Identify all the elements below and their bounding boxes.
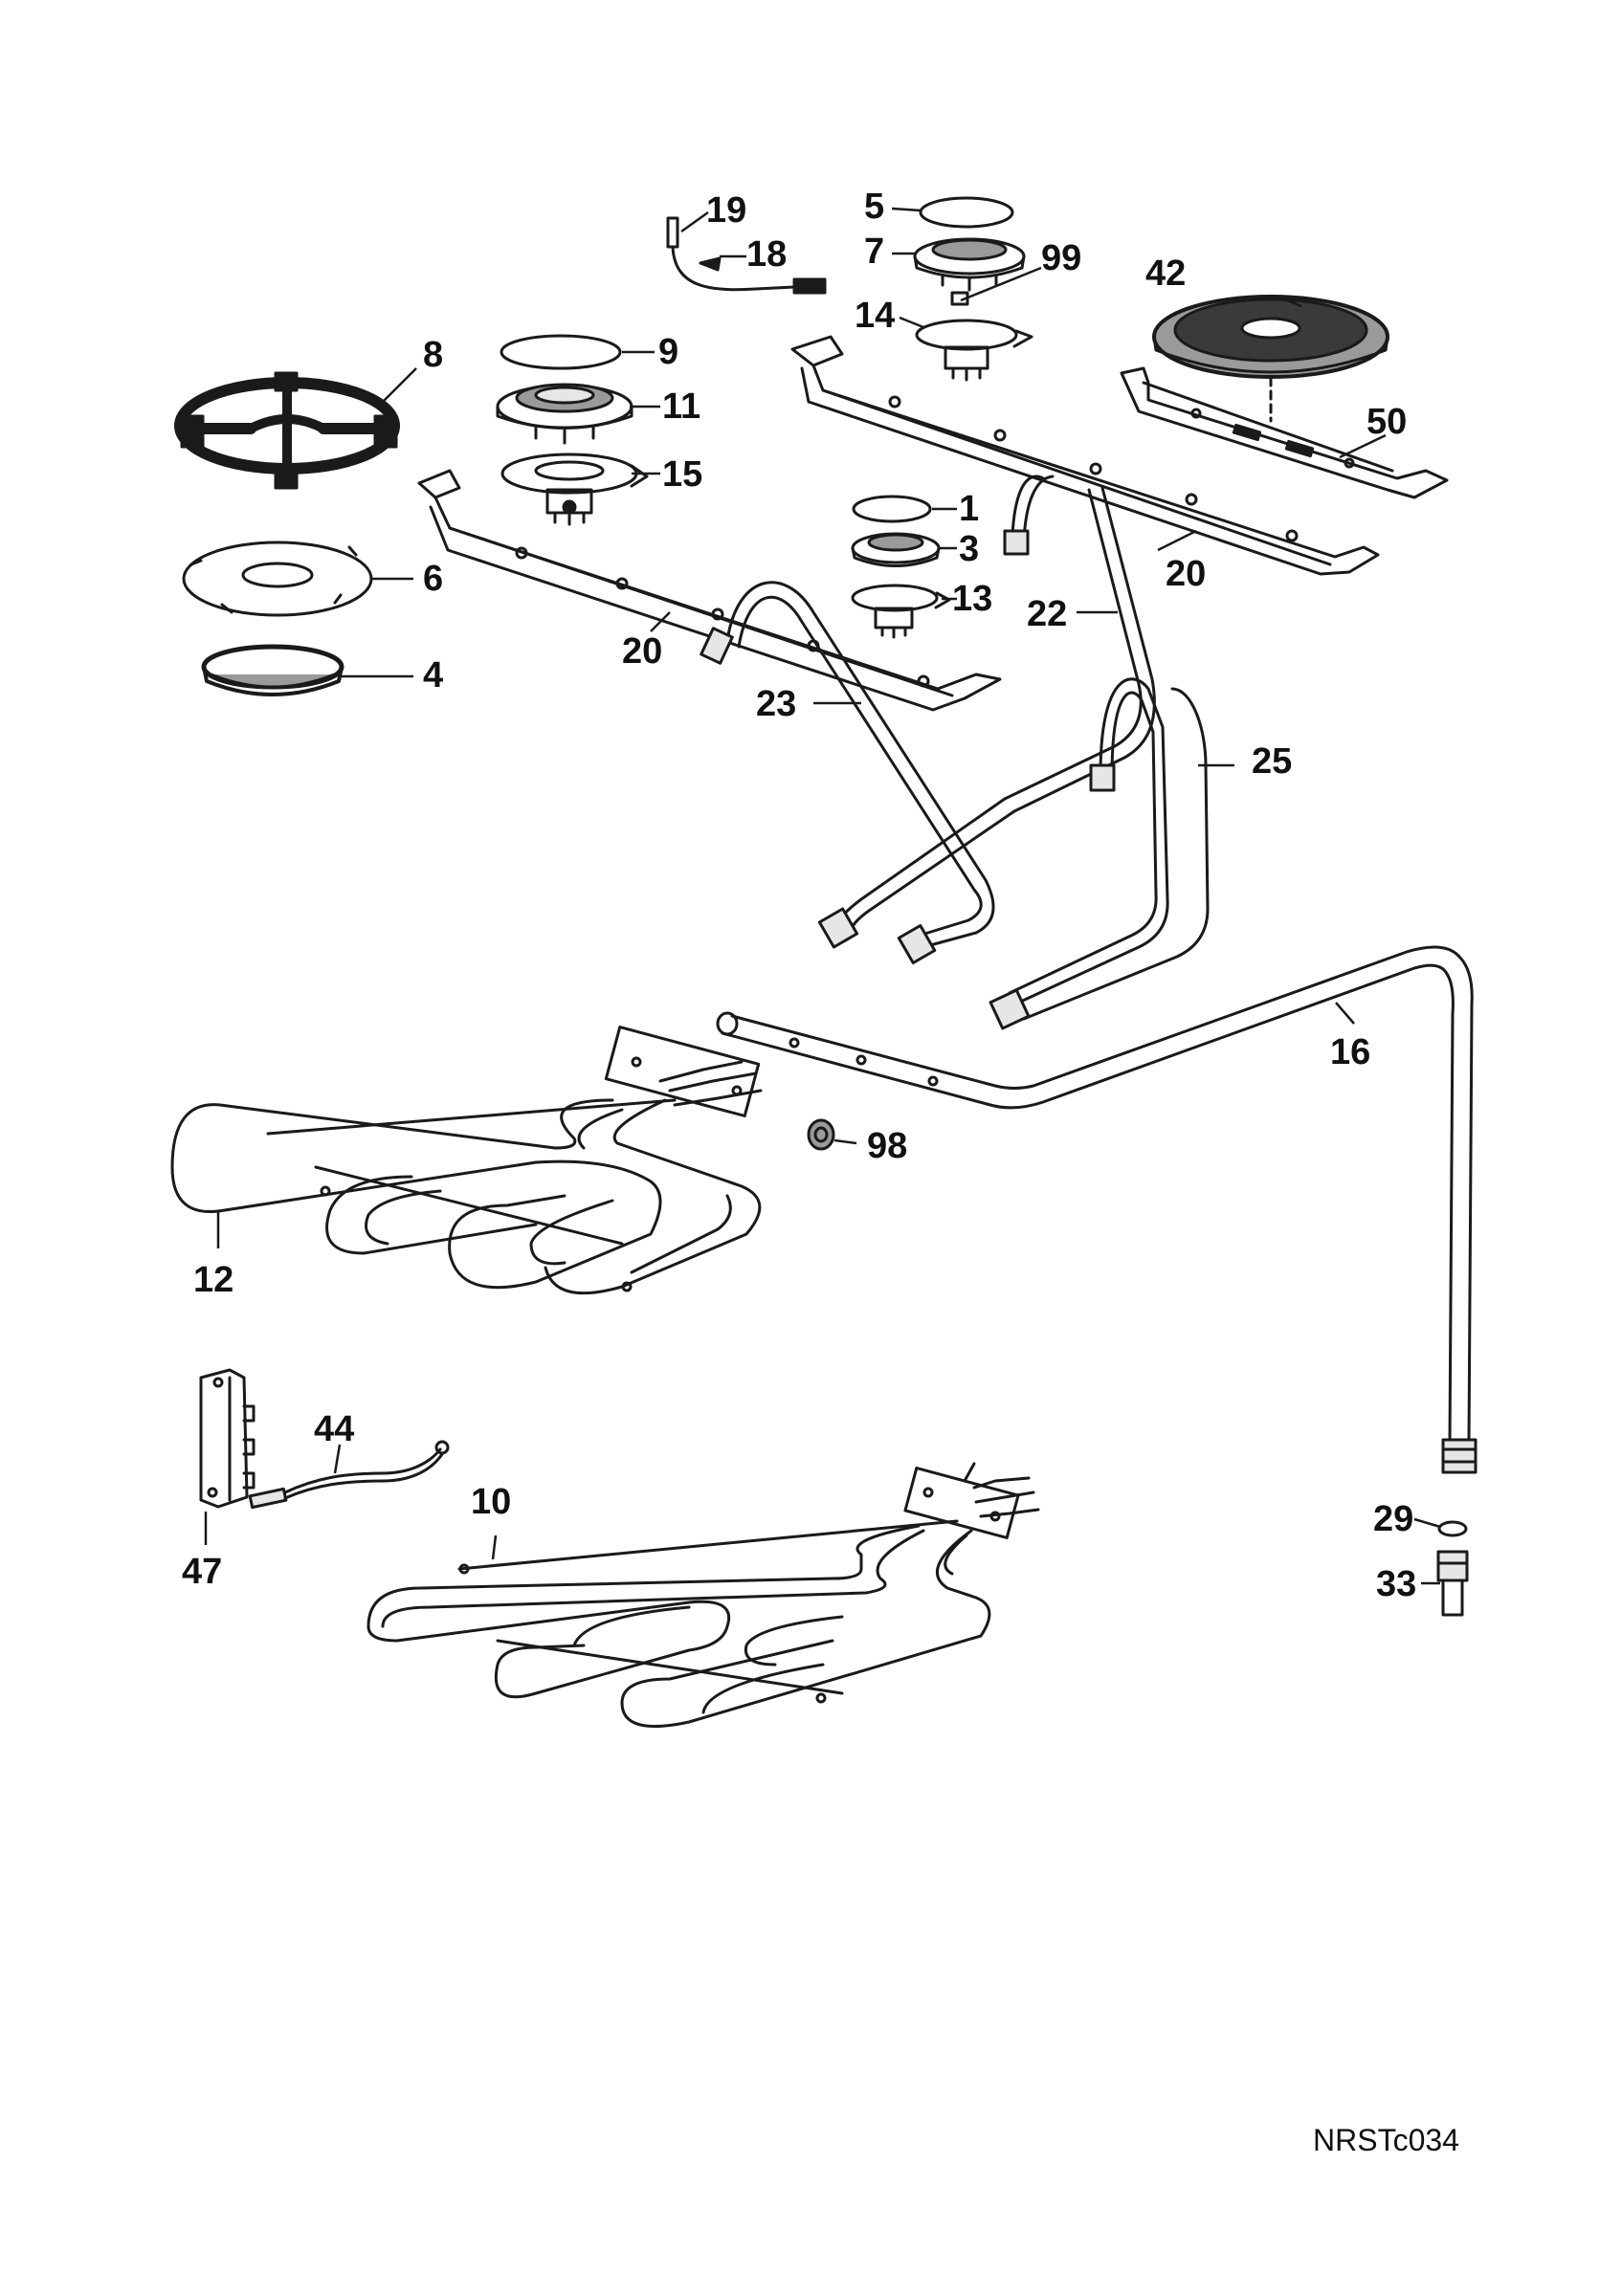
part-1-cap (852, 495, 932, 523)
label-13: 13 (952, 579, 992, 619)
part-7-burner-head (913, 237, 1026, 292)
part-42-hotplate (1152, 295, 1389, 423)
part-10-oven-element (367, 1462, 1040, 1728)
part-20-left-rail (417, 469, 1002, 712)
label-8: 8 (423, 335, 443, 375)
label-99: 99 (1041, 238, 1081, 278)
label-42: 42 (1145, 254, 1186, 294)
label-19: 19 (706, 190, 746, 231)
part-16-oven-pipe (716, 945, 1478, 1474)
part-47-terminal-block (199, 1368, 256, 1509)
part-18-clip (699, 256, 722, 272)
label-44: 44 (314, 1409, 354, 1449)
label-15: 15 (662, 454, 702, 495)
part-20-right-rail (790, 335, 1380, 576)
label-98: 98 (867, 1126, 907, 1166)
label-1: 1 (959, 489, 979, 529)
label-33: 33 (1376, 1564, 1416, 1604)
label-29: 29 (1373, 1499, 1413, 1539)
part-19-thermocouple (666, 216, 827, 295)
part-29-washer (1437, 1520, 1468, 1537)
part-23-gas-pipe (700, 581, 995, 964)
part-22-gas-pipe (817, 475, 1156, 949)
label-5: 5 (864, 187, 884, 227)
label-4: 4 (423, 655, 443, 695)
drawing-code: NRSTc034 (1313, 2123, 1459, 2157)
part-9-burner-cap (500, 334, 622, 370)
part-98-grommet (807, 1118, 835, 1151)
part-5-cap (919, 196, 1014, 229)
part-number-labels: 19 18 5 7 99 14 9 11 15 8 6 4 1 3 13 20 … (182, 187, 1416, 1604)
label-6: 6 (423, 559, 443, 599)
part-33-fitting (1436, 1550, 1469, 1617)
part-3-burner-head (851, 532, 941, 567)
label-18: 18 (746, 234, 787, 275)
label-50: 50 (1366, 402, 1407, 442)
part-25-gas-pipe (989, 677, 1210, 1030)
label-47: 47 (182, 1552, 222, 1592)
label-7: 7 (864, 232, 884, 272)
leader-lines (204, 207, 1441, 1585)
label-20-left: 20 (622, 631, 662, 672)
label-22: 22 (1027, 594, 1067, 634)
label-20-right: 20 (1166, 554, 1206, 594)
label-25: 25 (1252, 741, 1292, 782)
label-10: 10 (471, 1482, 511, 1522)
label-11: 11 (662, 386, 700, 427)
part-14-burner-body (915, 319, 1033, 382)
label-12: 12 (193, 1260, 233, 1300)
part-50-bracket (1120, 366, 1449, 499)
part-44-wire (248, 1440, 450, 1510)
part-13-burner-body (851, 584, 951, 639)
label-14: 14 (855, 296, 895, 336)
part-6-burner-plate (182, 541, 373, 617)
part-15-burner-body (500, 453, 649, 526)
label-16: 16 (1330, 1032, 1370, 1072)
part-4-crown-ring (201, 644, 344, 696)
label-9: 9 (658, 332, 678, 372)
part-8-pan-support (174, 371, 400, 490)
label-3: 3 (959, 529, 979, 569)
part-12-grill-element (170, 1026, 763, 1295)
part-11-burner-head (496, 383, 633, 445)
label-23: 23 (756, 684, 796, 724)
